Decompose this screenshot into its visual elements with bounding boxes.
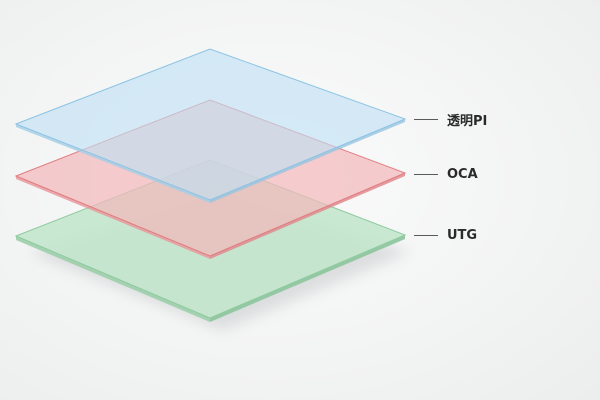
layer-label-oca: OCA [447, 166, 478, 182]
layer-pi-side [16, 124, 210, 203]
layer-label-utg: UTG [447, 227, 478, 243]
callout-utg: UTG [414, 225, 477, 245]
layer-pi-side-right [210, 119, 405, 203]
callout-line [414, 234, 438, 236]
layer-utg-side [16, 236, 210, 322]
layer-pi-plate [14, 48, 407, 201]
callout-pi: 透明PI [414, 109, 487, 129]
callout-oca: OCA [414, 164, 478, 184]
layer-label-pi: 透明PI [447, 113, 488, 129]
layer-utg-side-right [210, 235, 405, 322]
layer-oca-side-right [210, 173, 405, 259]
callout-line [414, 173, 438, 175]
callout-line [414, 118, 438, 120]
layer-oca-side [16, 176, 210, 259]
